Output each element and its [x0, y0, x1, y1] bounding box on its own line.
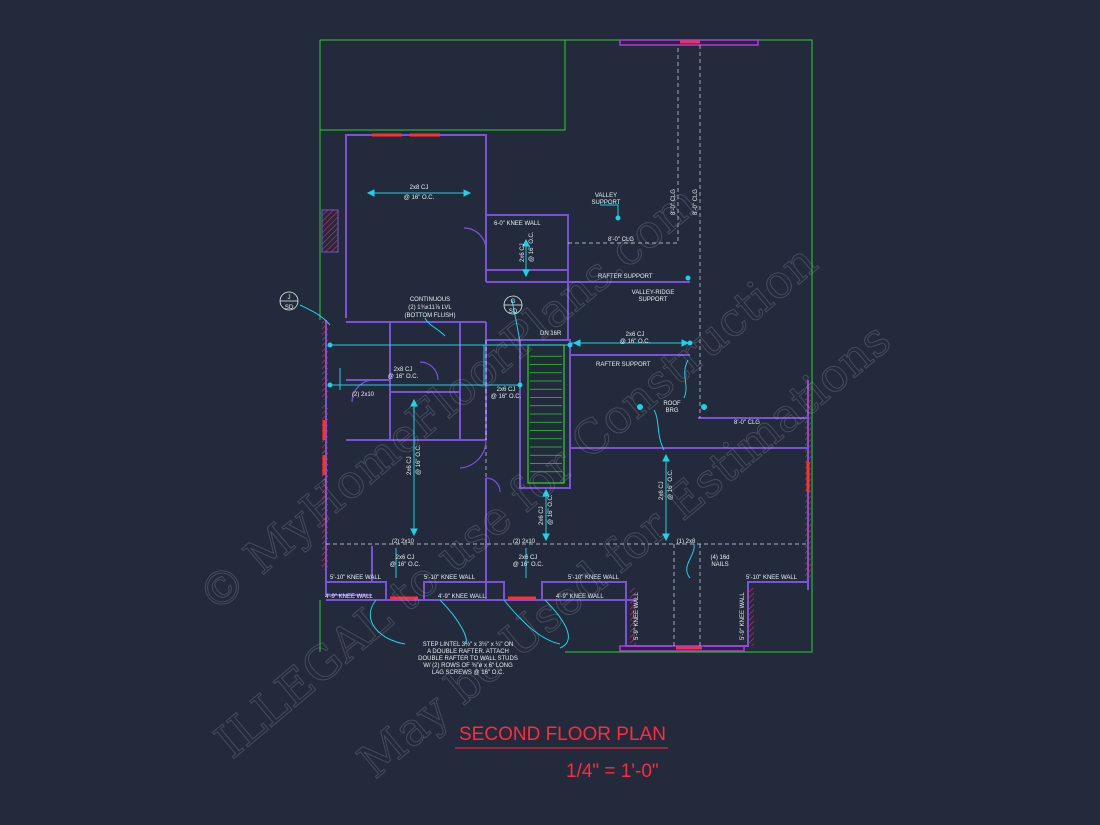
ann-continuous-3: (BOTTOM FLUSH) — [405, 313, 456, 319]
dashed-lines — [326, 45, 808, 646]
ann-knee-4-9-a: 4'-9" KNEE WALL — [325, 594, 373, 600]
ann-lintel-3: DOUBLE RAFTER TO WALL STUDS — [418, 656, 518, 662]
ann-cj-right-bed: 2x6 CJ — [659, 481, 665, 500]
drawing-scale: 1/4" = 1'-0" — [566, 761, 659, 782]
ann-valley-support: VALLEY — [595, 193, 617, 199]
door-swings — [351, 227, 501, 493]
ann-valley-support-2: SUPPORT — [592, 200, 621, 206]
ann-rafter-support-2: RAFTER SUPPORT — [596, 362, 651, 368]
ann-dn-stairs: DN 16R — [540, 331, 562, 337]
roof-outline — [319, 39, 813, 653]
ann-continuous: CONTINUOUS — [410, 297, 450, 303]
ann-clg-2: 8'-0" CLG — [693, 189, 699, 215]
ann-nails-2: NAILS — [711, 562, 728, 568]
ann-knee-5-10-b: 5'-10" KNEE WALL — [424, 575, 476, 581]
ann-cj-hall: 2x6 CJ — [497, 387, 516, 393]
ann-cj-left-bed-oc: @ 16" O.C. — [416, 444, 422, 475]
ann-cj-right: 2x6 CJ — [626, 332, 645, 338]
watermark: © MyHomeFloorPlans.com ILLEGAL to use fo… — [187, 174, 901, 789]
ann-knee-5-10-d: 5'-10" KNEE WALL — [746, 575, 798, 581]
ann-continuous-2: (2) 1¾x11⅞ LVL — [408, 305, 452, 311]
ann-roof-brg-2: BRG — [665, 408, 678, 414]
ann-cj-top: 2x8 CJ — [410, 185, 429, 191]
ann-valley-ridge-2: SUPPORT — [639, 297, 668, 303]
ann-cj-vertical-1: 2x6 CJ — [520, 243, 526, 262]
ann-header-1: (2) 2x10 — [392, 539, 415, 545]
ann-cj-vertical-1-oc: @ 16" O.C. — [529, 231, 535, 262]
roof-vent-bottom — [619, 645, 745, 652]
ann-header-3: (1) 2x8 — [677, 539, 696, 545]
callout-mid-bottom: SD — [509, 309, 518, 315]
ann-knee-wall-6: 6-0" KNEE WALL — [494, 221, 541, 227]
ann-lintel-4: W/ (2) ROWS OF ⅜"ø x 6" LONG — [423, 663, 513, 669]
callout-left-bottom: SD — [285, 305, 294, 311]
section-callouts — [279, 291, 523, 315]
ann-lintel-2: A DOUBLE RAFTER. ATTACH — [427, 649, 509, 655]
ann-cj-left-bed: 2x6 CJ — [407, 456, 413, 475]
ann-valley-ridge: VALLEY-RIDGE — [632, 290, 675, 296]
ann-clg-1: 8'-0" CLG — [671, 189, 677, 215]
annotations: 2x8 CJ @ 16" O.C. 6-0" KNEE WALL 2x6 CJ … — [285, 185, 798, 676]
ann-knee-5-10-c: 5'-10" KNEE WALL — [568, 575, 620, 581]
ann-header-2: (2) 2x10 — [513, 539, 536, 545]
ann-cj-stair-below-oc: @ 16" O.C. — [548, 494, 554, 525]
ann-cj-right-oc: @ 16" O.C. — [620, 339, 651, 345]
leader-lines — [299, 204, 695, 649]
callout-left-top: J — [288, 295, 291, 301]
roof-vent-top — [619, 39, 759, 46]
ann-header-2-cj: 2x6 CJ — [519, 555, 538, 561]
ann-header-2-oc: @ 16" O.C. — [513, 562, 544, 568]
ann-header-1-cj: 2x6 CJ — [396, 555, 415, 561]
ann-cj-top-oc: @ 16" O.C. — [404, 195, 435, 201]
ann-cj-right-bed-oc: @ 16" O.C. — [668, 469, 674, 500]
ann-knee-5-10-a: 5'-10" KNEE WALL — [330, 575, 382, 581]
ann-lintel-5: LAG SCREWS @ 16" O.C. — [432, 670, 505, 676]
ann-knee-4-9-b: 4'-9" KNEE WALL — [438, 594, 486, 600]
ann-knee-4-9-c: 4'-9" KNEE WALL — [556, 594, 604, 600]
ann-knee-5-9-a: 5'-9" KNEE WALL — [634, 592, 640, 640]
dimension-lines — [327, 189, 707, 578]
ann-header-1-oc: @ 16" O.C. — [390, 562, 421, 568]
ann-roof-brg: ROOF — [663, 401, 681, 407]
title-block: SECOND FLOOR PLAN 1/4" = 1'-0" — [455, 724, 668, 782]
ann-nails: (4) 16d — [710, 555, 729, 561]
ann-clg-3: 8'-0" CLG — [608, 237, 634, 243]
ann-cj-small-v: (2) 2x10 — [352, 392, 375, 398]
ann-cj-hall-oc: @ 16" O.C. — [491, 394, 522, 400]
ann-lintel-1: STEP LINTEL 3½" x 3½" x ¼" ON — [423, 641, 513, 648]
drawing-title: SECOND FLOOR PLAN — [459, 724, 666, 745]
ann-cj-bath-oc: @ 16" O.C. — [388, 374, 419, 380]
ann-clg-right: 8'-0" CLG — [734, 420, 760, 426]
ann-cj-stair-below: 2x6 CJ — [539, 506, 545, 525]
callout-mid-top: G — [511, 299, 516, 305]
windows — [322, 40, 810, 650]
ann-cj-bath: 2x8 CJ — [394, 367, 413, 373]
ann-rafter-support-1: RAFTER SUPPORT — [598, 274, 653, 280]
ann-knee-5-9-b: 5'-9" KNEE WALL — [740, 592, 746, 640]
